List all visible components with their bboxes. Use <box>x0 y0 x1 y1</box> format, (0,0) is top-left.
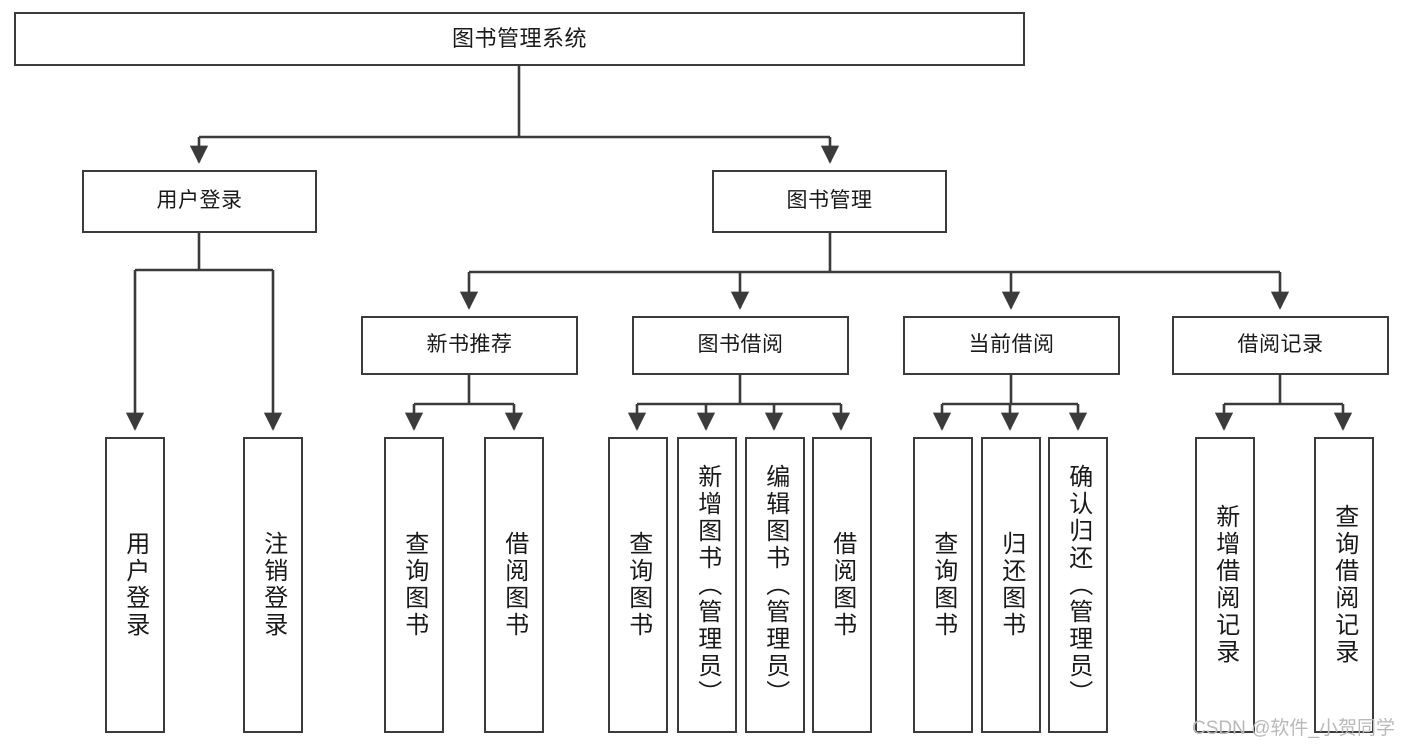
node-new-book-recommend-label: 新书推荐 <box>426 333 513 357</box>
node-leaf-user-logout-label: 注销登录 <box>259 531 287 639</box>
node-borrow-record-label: 借阅记录 <box>1237 333 1324 357</box>
node-book-manage-label: 图书管理 <box>786 189 873 213</box>
node-leaf-return-book-label: 归还图书 <box>997 531 1025 639</box>
node-leaf-query-record-label: 查询借阅记录 <box>1330 504 1358 666</box>
node-root-label: 图书管理系统 <box>451 26 587 52</box>
node-book-borrow-label: 图书借阅 <box>697 333 784 357</box>
node-leaf-add-book[interactable]: 新增图书（管理员） <box>677 437 737 733</box>
node-leaf-borrow-book-1[interactable]: 借阅图书 <box>484 437 544 733</box>
node-leaf-confirm-return[interactable]: 确认归还（管理员） <box>1048 437 1108 733</box>
node-leaf-borrow-book-2[interactable]: 借阅图书 <box>812 437 872 733</box>
node-leaf-edit-book[interactable]: 编辑图书（管理员） <box>745 437 805 733</box>
node-leaf-borrow-book-1-label: 借阅图书 <box>500 531 528 639</box>
node-leaf-add-record-label: 新增借阅记录 <box>1211 504 1239 666</box>
node-leaf-query-book-2-label: 查询图书 <box>624 531 652 639</box>
node-leaf-edit-book-label: 编辑图书（管理员） <box>761 463 789 707</box>
node-new-book-recommend[interactable]: 新书推荐 <box>361 316 578 375</box>
node-leaf-query-book-2[interactable]: 查询图书 <box>608 437 668 733</box>
node-root[interactable]: 图书管理系统 <box>14 12 1025 66</box>
node-leaf-borrow-book-2-label: 借阅图书 <box>828 531 856 639</box>
node-leaf-query-book-3-label: 查询图书 <box>929 531 957 639</box>
node-leaf-query-record[interactable]: 查询借阅记录 <box>1314 437 1374 733</box>
node-leaf-user-logout[interactable]: 注销登录 <box>243 437 303 733</box>
node-leaf-query-book-1-label: 查询图书 <box>400 531 428 639</box>
node-leaf-return-book[interactable]: 归还图书 <box>981 437 1041 733</box>
node-book-manage[interactable]: 图书管理 <box>712 170 947 233</box>
node-leaf-add-record[interactable]: 新增借阅记录 <box>1195 437 1255 733</box>
csdn-watermark: CSDN @软件_小贺同学 <box>1192 718 1395 739</box>
node-leaf-query-book-3[interactable]: 查询图书 <box>913 437 973 733</box>
node-leaf-user-login[interactable]: 用户登录 <box>105 437 165 733</box>
node-leaf-user-login-label: 用户登录 <box>121 531 149 639</box>
node-user-login-label: 用户登录 <box>156 189 243 213</box>
node-leaf-add-book-label: 新增图书（管理员） <box>693 463 721 707</box>
node-current-borrow-label: 当前借阅 <box>968 333 1055 357</box>
node-leaf-query-book-1[interactable]: 查询图书 <box>384 437 444 733</box>
node-book-borrow[interactable]: 图书借阅 <box>632 316 849 375</box>
node-current-borrow[interactable]: 当前借阅 <box>903 316 1120 375</box>
node-leaf-confirm-return-label: 确认归还（管理员） <box>1064 463 1092 707</box>
node-user-login[interactable]: 用户登录 <box>82 170 317 233</box>
node-borrow-record[interactable]: 借阅记录 <box>1172 316 1389 375</box>
